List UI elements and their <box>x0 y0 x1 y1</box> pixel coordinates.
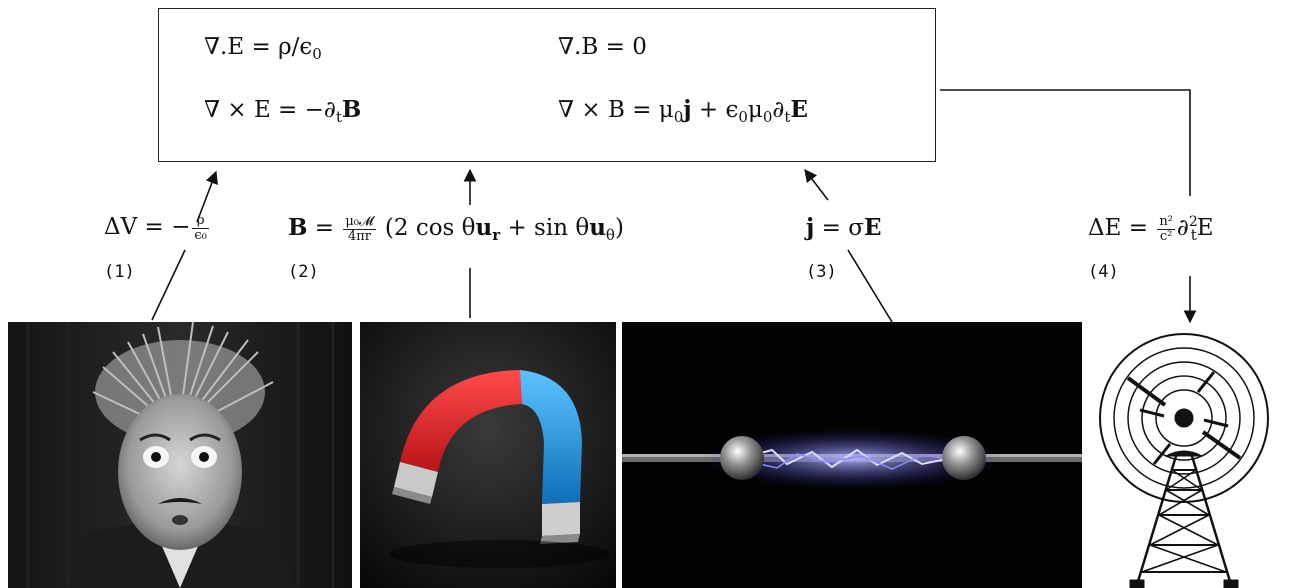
horseshoe-magnet-illustration <box>360 322 616 588</box>
radio-tower-icon <box>1099 333 1269 588</box>
ampere-j: j <box>683 96 692 123</box>
connector-4 <box>940 89 1191 196</box>
arrow-3 <box>804 168 829 201</box>
gauss-e-eps-sub: 0 <box>312 45 322 63</box>
eq2-den: 4πr <box>347 228 371 244</box>
maxwell-equations-box <box>158 8 936 162</box>
label-1: (1) <box>104 262 135 282</box>
eq1-lhs: ΔV <box>104 214 138 241</box>
ampere-plus-eps: + ϵ <box>698 97 739 123</box>
gauss-law-magnetic: ∇.B = 0 <box>558 34 647 60</box>
magnet-photo <box>360 322 616 588</box>
eq4-op: ∂ <box>1176 215 1189 241</box>
gauss-b-lhs: ∇.B <box>558 34 599 60</box>
ampere-mu: μ <box>658 97 674 123</box>
eq4-num: n² <box>1157 213 1175 230</box>
eq2-ur-sub: r <box>492 226 501 244</box>
gauss-e-rho: ρ <box>278 34 292 60</box>
faraday-rhs-b: B <box>341 96 362 123</box>
ampere-mu2: μ <box>747 97 763 123</box>
gauss-law-electric: ∇.E = ρ/ϵ0 <box>204 34 322 63</box>
eq2-ut: u <box>589 214 606 241</box>
label-2: (2) <box>288 262 319 282</box>
ampere-mu-sub: 0 <box>673 108 684 126</box>
eq2-ut-sub: θ <box>605 226 615 244</box>
faraday-rhs-sub: t <box>335 108 342 126</box>
eq2-close: ) <box>614 215 624 241</box>
ampere-eps-sub: 0 <box>738 108 748 126</box>
faraday-rhs: −∂ <box>304 97 336 123</box>
faraday-law: ∇ × E = −∂tB <box>204 96 362 126</box>
ampere-dt-sub: t <box>784 108 791 126</box>
arrow-1 <box>196 170 218 223</box>
electric-spark-illustration <box>622 322 1082 588</box>
eq4-den: c² <box>1159 228 1173 244</box>
eq2-eq: = <box>314 215 335 241</box>
connector-3-lower <box>847 249 893 323</box>
eq2-cos: (2 cos θ <box>384 215 476 241</box>
ampere-mu2-sub: 0 <box>762 108 773 126</box>
ohm-law: j = σE <box>806 214 881 241</box>
eq3-rhs: E <box>863 214 882 241</box>
eq2-lhs: B <box>288 214 308 241</box>
eq2-ur: u <box>475 214 493 241</box>
eq4-eq: = <box>1128 215 1148 241</box>
eq2-sin: + sin θ <box>507 215 590 241</box>
eq3-lhs: j <box>806 214 815 241</box>
label-3: (3) <box>806 262 837 282</box>
label-4: (4) <box>1088 262 1119 282</box>
eq1-eq: = − <box>144 214 191 241</box>
eq4-rhs: E <box>1196 215 1214 241</box>
eq4-op-sub: t <box>1190 226 1197 244</box>
eq1-num: ρ <box>192 214 209 229</box>
ampere-lhs: ∇ × B <box>558 97 625 123</box>
gauss-e-eps: ϵ <box>299 34 313 60</box>
faraday-lhs: ∇ × E <box>204 97 271 123</box>
eq3-eq: = σ <box>821 215 864 241</box>
ampere-e: E <box>790 96 808 123</box>
spark-photo <box>622 322 1082 588</box>
eq4-lhs: ΔE <box>1088 215 1122 241</box>
static-hair-photo <box>8 322 352 588</box>
connector-1-lower <box>151 249 186 321</box>
ampere-dt: ∂ <box>772 97 785 123</box>
eq1-den: ϵ₀ <box>194 227 207 243</box>
gauss-b-rhs: 0 <box>632 34 647 60</box>
eq2-num: μ₀𝓜 <box>343 213 376 230</box>
ampere-law: ∇ × B = μ0j + ϵ0μ0∂tE <box>558 96 808 126</box>
static-hair-illustration <box>8 322 352 588</box>
eq4-op-sup: 2 <box>1188 214 1198 230</box>
gauss-e-lhs: ∇.E <box>204 34 245 60</box>
